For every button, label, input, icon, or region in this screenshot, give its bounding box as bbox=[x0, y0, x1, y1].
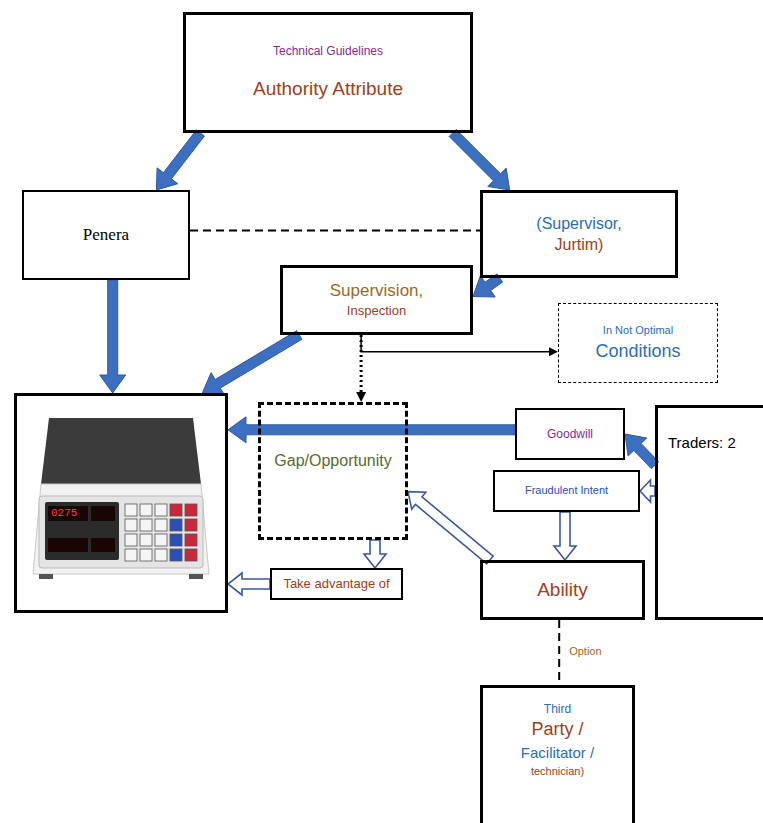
actor-box: (Supervisor, Jurtim) bbox=[480, 190, 678, 278]
actor-box: Penera bbox=[22, 190, 190, 280]
box-text: Take advantage of bbox=[283, 576, 389, 592]
factor-box: Fraudulent Intent bbox=[493, 470, 640, 512]
actor-box: Traders: 2 bbox=[655, 405, 763, 620]
box-text: Supervision, bbox=[330, 281, 424, 301]
connector bbox=[408, 492, 493, 564]
box-text: technician) bbox=[531, 765, 584, 778]
connector bbox=[190, 230, 480, 231]
box-text: Authority Attribute bbox=[253, 78, 403, 101]
connector bbox=[228, 573, 270, 595]
box-text: Ability bbox=[537, 579, 588, 602]
display-readout: 0275 bbox=[51, 506, 77, 521]
connector bbox=[156, 130, 204, 190]
edge-label: Option bbox=[567, 645, 603, 658]
box-text: Technical Guidelines bbox=[273, 44, 383, 58]
connector bbox=[228, 417, 515, 443]
connector bbox=[202, 331, 302, 395]
box-text: Facilitator / bbox=[521, 744, 594, 762]
process-box: Supervision, Inspection bbox=[280, 265, 473, 335]
box-text: Fraudulent Intent bbox=[525, 484, 608, 497]
box-text: Party / bbox=[531, 719, 583, 741]
box-text: Third bbox=[544, 702, 571, 716]
box-text: Gap/Opportunity bbox=[274, 451, 391, 470]
box-text: Jurtim) bbox=[555, 235, 604, 254]
box-text: Penera bbox=[83, 225, 129, 245]
gap-box: Gap/Opportunity bbox=[258, 402, 408, 540]
connector bbox=[554, 512, 576, 560]
connector bbox=[625, 434, 659, 469]
box-text: Inspection bbox=[347, 303, 406, 319]
box-text: In Not Optimal bbox=[603, 324, 673, 337]
scale-illustration bbox=[17, 396, 225, 610]
connector bbox=[640, 480, 655, 502]
connector bbox=[361, 335, 558, 356]
scale-box: 0275 bbox=[14, 393, 228, 613]
action-box: Take advantage of bbox=[270, 568, 403, 600]
box-text: Goodwill bbox=[547, 427, 593, 441]
connector bbox=[100, 280, 126, 393]
connector bbox=[364, 540, 386, 568]
actor-box: ThirdParty / Facilitator / technician) bbox=[480, 685, 635, 823]
box-text: (Supervisor, bbox=[536, 214, 621, 233]
authority-box: Technical GuidelinesAuthority Attribute bbox=[183, 12, 473, 133]
connector bbox=[559, 620, 560, 685]
box-text: Conditions bbox=[595, 341, 680, 363]
condition-box: In Not OptimalConditions bbox=[558, 303, 718, 383]
connector bbox=[449, 130, 510, 191]
factor-box: Goodwill bbox=[515, 408, 625, 460]
box-text: Traders: 2 bbox=[668, 434, 736, 452]
factor-box: Ability bbox=[480, 560, 645, 620]
